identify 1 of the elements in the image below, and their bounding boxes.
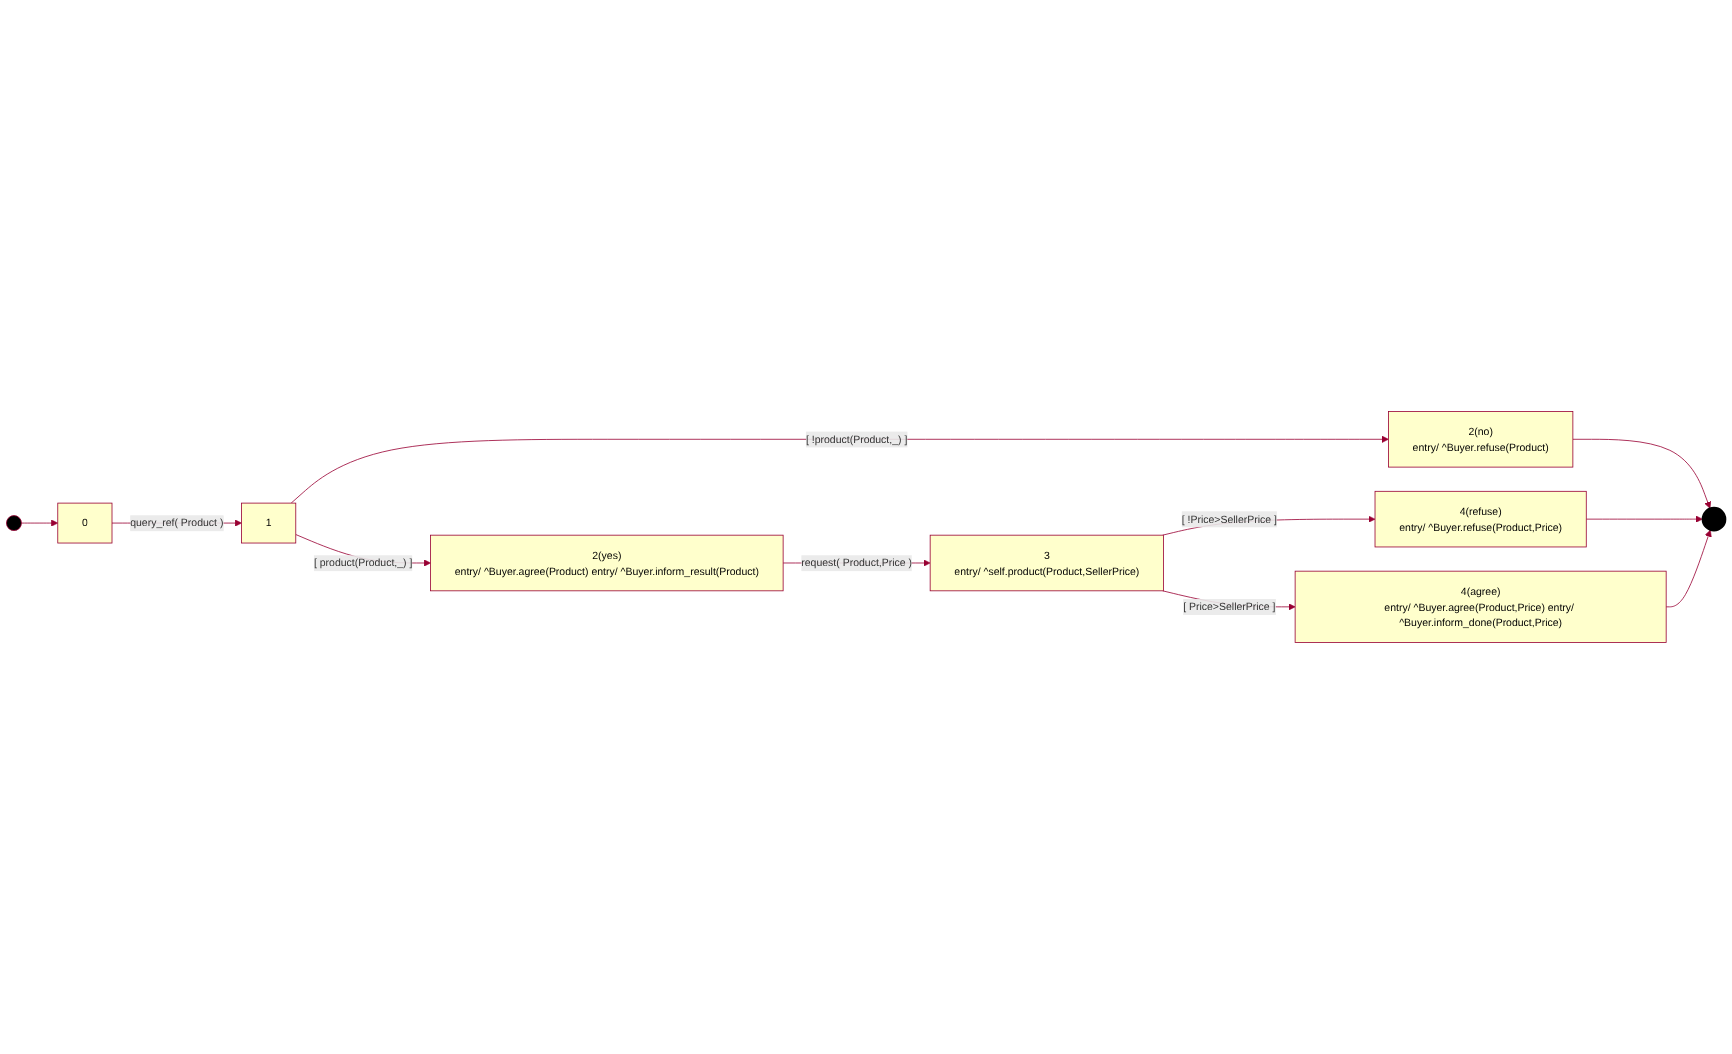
node-circle xyxy=(6,515,22,531)
